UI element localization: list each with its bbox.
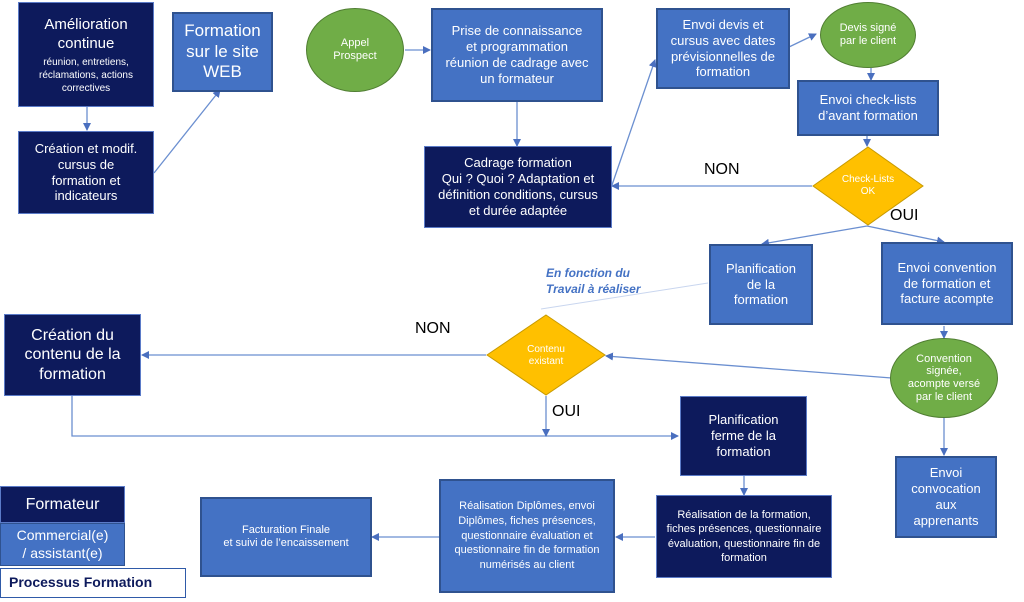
legend-processus-formation: Processus Formation: [0, 568, 186, 598]
node-devis-signe: Devis signé par le client: [820, 2, 916, 68]
label-non-checklists: NON: [704, 161, 740, 178]
node-envoi-checklists: Envoi check-lists d’avant formation: [797, 80, 939, 136]
node-formation-site-web: Formation sur le site WEB: [172, 12, 273, 92]
legend-commercial: Commercial(e) / assistant(e): [0, 523, 125, 566]
node-facturation-finale: Facturation Finale et suivi de l’encaiss…: [200, 497, 372, 577]
node-realisation-diplomes: Réalisation Diplômes, envoi Diplômes, fi…: [439, 479, 615, 593]
label-oui-checklists: OUI: [890, 207, 919, 224]
edge-creation-planif-ferme: [71, 396, 679, 440]
edge-cadrage-devis: [611, 59, 657, 186]
node-planification: Planification de la formation: [709, 244, 813, 325]
node-creation-contenu: Création du contenu de la formation: [4, 314, 141, 396]
node-envoi-convocation: Envoi convocation aux apprenants: [895, 456, 997, 538]
node-envoi-convention: Envoi convention de formation et facture…: [881, 242, 1013, 325]
annotation-link: [540, 282, 709, 310]
edge-devis-signe: [788, 33, 817, 48]
node-appel-prospect: Appel Prospect: [306, 8, 404, 92]
edge-decision-convention: [866, 225, 945, 245]
legend-formateur: Formateur: [0, 486, 125, 523]
decision-checklists-ok: [812, 146, 924, 226]
node-creation-modif-cursus: Création et modif. cursus de formation e…: [18, 131, 154, 214]
decision-contenu-existant-label: Contenu existant: [527, 344, 565, 367]
decision-checklists-ok-label: Check-Lists OK: [841, 174, 895, 197]
label-oui-contenu: OUI: [552, 403, 581, 420]
node-convention-signee: Convention signée, acompte versé par le …: [890, 338, 998, 418]
edge-signee-contenu: [605, 352, 893, 379]
annotation-fonction-travail: En fonction du Travail à réaliser: [546, 266, 641, 297]
node-realisation-formation: Réalisation de la formation, fiches prés…: [656, 495, 832, 578]
amelioration-title: Amélioration continue: [44, 15, 128, 53]
label-non-contenu: NON: [415, 320, 451, 337]
node-cadrage-formation: Cadrage formation Qui ? Quoi ? Adaptatio…: [424, 146, 612, 228]
node-planification-ferme: Planification ferme de la formation: [680, 396, 807, 476]
node-envoi-devis: Envoi devis et cursus avec dates prévisi…: [656, 8, 790, 89]
amelioration-detail: réunion, entretiens, réclamations, actio…: [39, 56, 133, 94]
edge-creation-web: [153, 89, 221, 174]
node-prise-connaissance: Prise de connaissance et programmation r…: [431, 8, 603, 102]
edge-decision-planif: [761, 225, 868, 247]
decision-contenu-existant: [486, 314, 606, 396]
node-amelioration-continue: Amélioration continue réunion, entretien…: [18, 2, 154, 107]
